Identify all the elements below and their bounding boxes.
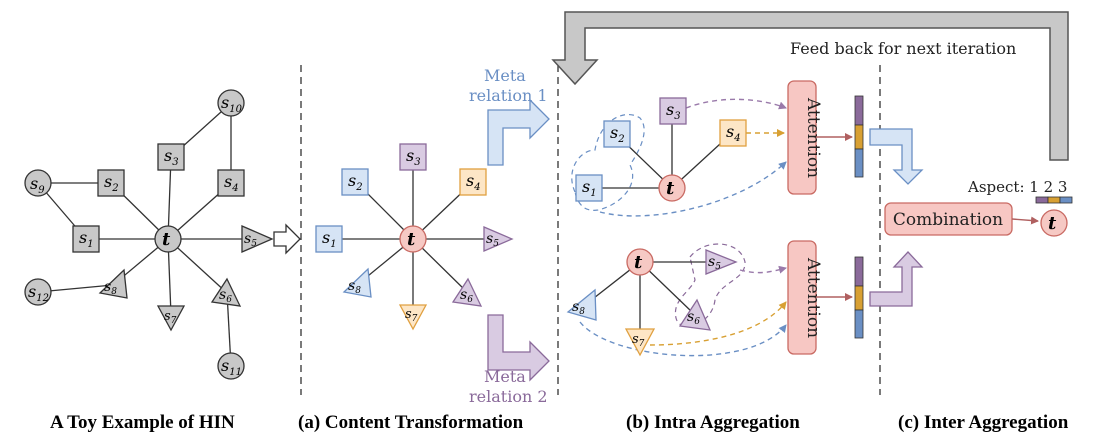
svg-text:s6: s6 [219, 287, 232, 305]
svg-text:s7: s7 [405, 307, 418, 324]
ia-bot-node-s7 [624, 328, 656, 357]
toy-node-s6 [210, 277, 242, 307]
intra-top-graph: s2 s1 s3 s4 t [571, 97, 787, 217]
ia-top-node-s1 [575, 174, 603, 202]
combination-block: Combination [884, 202, 1013, 236]
ia-top-node-s2 [603, 120, 631, 148]
tr-node-s6 [451, 277, 483, 307]
toy-to-transform-arrow [273, 223, 301, 255]
toy-node-s7 [156, 305, 186, 332]
svg-text:s5: s5 [708, 254, 721, 272]
combination-label: Combination [893, 210, 1003, 230]
ia-top-node-s3 [659, 97, 687, 125]
svg-text:t: t [666, 178, 675, 199]
svg-text:t: t [162, 229, 171, 250]
svg-text:s10: s10 [221, 93, 243, 115]
top-to-combination-arrow [869, 128, 924, 185]
svg-text:s4: s4 [726, 122, 741, 144]
toy-node-s10 [217, 89, 245, 117]
aspect-vector-bottom [854, 256, 864, 339]
toy-node-s12 [24, 278, 52, 306]
tr-node-s7 [398, 304, 428, 331]
attention-block-bottom: Attention [787, 240, 823, 355]
svg-text:s1: s1 [582, 177, 597, 199]
tr-node-s1 [315, 225, 343, 253]
svg-text:t: t [634, 252, 643, 273]
meta-relation-2-line2: relation 2 [469, 387, 548, 406]
svg-text:s3: s3 [406, 146, 421, 168]
ia-bot-node-s5 [705, 249, 738, 275]
aspect-vector-top [854, 95, 864, 178]
meta-relation-2-line1: Meta [484, 367, 526, 386]
meta-relation-1-line1: Meta [484, 66, 526, 85]
caption-a: (a) Content Transformation [298, 412, 524, 433]
attention-block-top: Attention [787, 80, 823, 195]
aspect-vector-final [1035, 196, 1073, 204]
aspect-label: Aspect: 1 2 3 [967, 178, 1067, 196]
tr-node-s4 [459, 168, 487, 196]
tr-node-s8 [342, 267, 372, 298]
toy-node-s8 [98, 268, 128, 299]
meta-relation-1-line2: relation 1 [469, 86, 548, 105]
svg-text:s6: s6 [460, 287, 473, 305]
tr-node-s3 [399, 143, 427, 171]
toy-node-s9 [24, 169, 52, 197]
svg-text:t: t [1048, 213, 1057, 234]
bottom-to-combination-arrow [869, 251, 924, 307]
caption-b: (b) Intra Aggregation [626, 412, 800, 433]
caption-c: (c) Inter Aggregation [898, 412, 1069, 433]
intra-bottom-graph: s5 s6 s7 s8 t [566, 243, 787, 357]
toy-node-s11 [217, 352, 245, 380]
toy-node-s2 [97, 169, 125, 197]
meta-relation-2-arrow [487, 314, 550, 382]
svg-text:s9: s9 [30, 174, 45, 196]
svg-text:s1: s1 [79, 228, 94, 250]
svg-text:s3: s3 [666, 100, 681, 122]
svg-text:s5: s5 [244, 231, 257, 249]
svg-text:s7: s7 [164, 309, 177, 326]
toy-node-s5 [241, 225, 274, 253]
tr-node-s2 [341, 168, 369, 196]
svg-text:s7: s7 [632, 332, 645, 349]
transform-nodes: s1 s2 s3 s4 s5 s6 s7 s8 t [315, 143, 514, 331]
toy-node-target [154, 225, 182, 253]
toy-node-s3 [157, 143, 185, 171]
tr-node-target [399, 225, 427, 253]
toy-node-s4 [217, 169, 245, 197]
svg-text:s1: s1 [322, 228, 337, 250]
svg-text:s2: s2 [610, 123, 625, 145]
svg-text:s2: s2 [104, 172, 119, 194]
feedback-label: Feed back for next iteration [790, 39, 1016, 58]
svg-text:t: t [407, 229, 416, 250]
ia-bot-node-s8 [566, 288, 597, 321]
toy-hin-graph [37, 102, 252, 367]
meta-relation-1-arrow [487, 98, 550, 166]
tr-node-s5 [483, 226, 514, 252]
ia-bot-node-target [626, 248, 654, 276]
ia-top-node-target [658, 174, 686, 202]
ia-bot-node-s6 [678, 298, 712, 331]
svg-text:s6: s6 [687, 309, 700, 327]
ia-top-node-s4 [719, 119, 747, 147]
svg-text:s12: s12 [28, 282, 49, 304]
svg-text:s2: s2 [348, 171, 363, 193]
svg-text:s8: s8 [348, 278, 361, 296]
svg-text:s11: s11 [221, 356, 242, 378]
svg-text:s3: s3 [164, 146, 179, 168]
toy-node-s1 [72, 225, 100, 253]
combination-to-target [1011, 216, 1039, 225]
attention-bottom-label: Attention [803, 257, 823, 338]
svg-text:s4: s4 [224, 172, 239, 194]
toy-nodes: s9 s10 s11 s12 s1 s2 s3 s4 s5 s6 s7 s8 t [24, 89, 274, 380]
feedback-arrow [551, 11, 1069, 161]
svg-text:s4: s4 [466, 171, 481, 193]
attention-top-label: Attention [803, 97, 823, 178]
svg-text:s5: s5 [486, 231, 499, 249]
svg-text:s8: s8 [104, 279, 117, 297]
caption-toy: A Toy Example of HIN [50, 412, 235, 433]
final-target-node [1040, 209, 1068, 237]
svg-text:s8: s8 [572, 299, 585, 317]
